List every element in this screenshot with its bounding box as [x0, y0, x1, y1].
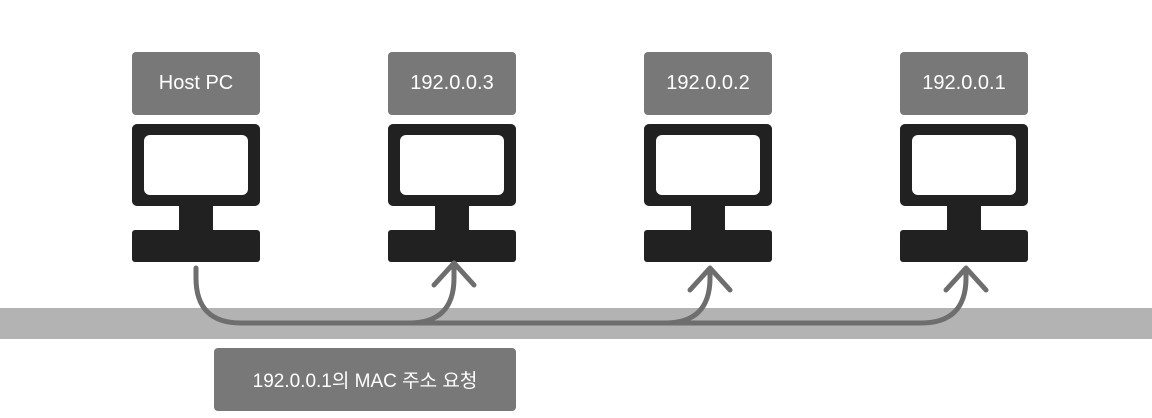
arp-request-caption: 192.0.0.1의 MAC 주소 요청: [214, 348, 516, 411]
arrow-path-to-192-0-0-1: [662, 267, 969, 326]
computer-icon: [132, 124, 260, 262]
arrow-path-to-192-0-0-2: [238, 267, 713, 326]
node-label-192-0-0-3: 192.0.0.3: [388, 52, 516, 115]
computer-icon: [388, 124, 516, 262]
node-label-192-0-0-2: 192.0.0.2: [644, 52, 772, 115]
computer-icon: [900, 124, 1028, 262]
arrow-path-to-192-0-0-3: [193, 262, 457, 326]
computer-icon: [644, 124, 772, 262]
arrow-head-192-0-0-2: [687, 265, 733, 293]
node-label-host-pc: Host PC: [132, 52, 260, 115]
arrow-head-192-0-0-3: [431, 260, 477, 288]
arrow-head-192-0-0-1: [943, 265, 989, 293]
node-label-192-0-0-1: 192.0.0.1: [900, 52, 1028, 115]
